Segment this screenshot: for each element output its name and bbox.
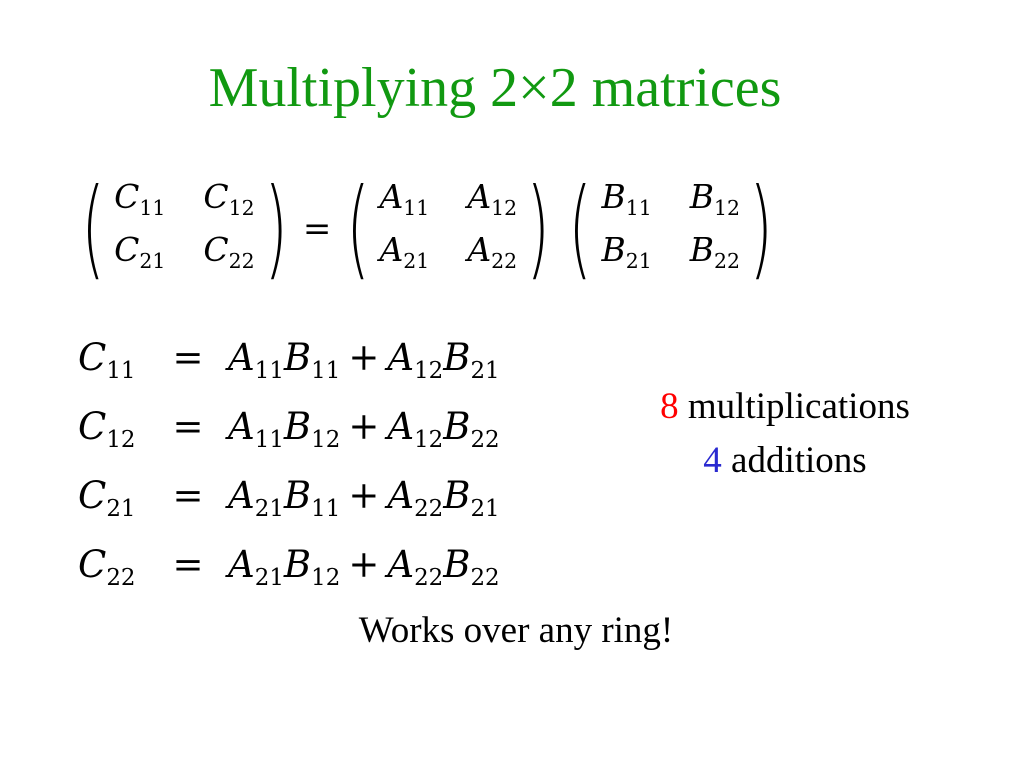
equation-rhs: A21B12+A22B22 <box>228 543 500 592</box>
equation-row: C12 = A11B12+A12B22 <box>78 399 500 468</box>
equation-row: C21 = A21B11+A22B21 <box>78 468 500 537</box>
equation-lhs: C22 <box>78 543 136 592</box>
matrix-entry: C12 <box>203 176 255 220</box>
left-paren: ( <box>81 166 105 291</box>
footer-note: Works over any ring! <box>358 610 674 651</box>
right-paren: ) <box>264 166 288 291</box>
equation-list: C11 = A11B11+A12B21 C12 = A11B12+A12B22 … <box>78 330 500 606</box>
matrix-a: A11 A12 A21 A22 <box>379 177 517 281</box>
equation-rhs: A21B11+A22B21 <box>228 474 500 523</box>
left-paren: ( <box>568 166 592 291</box>
matrix-entry: A12 <box>467 176 518 220</box>
matrix-entry: B22 <box>689 230 741 274</box>
matrix-entry: B21 <box>601 230 652 274</box>
matrix-entry: C11 <box>114 176 166 220</box>
multiplications-count: 8 multiplications <box>600 380 970 434</box>
matrix-c: C11 C12 C21 C22 <box>114 177 255 281</box>
equals-sign: = <box>172 474 204 518</box>
equation-rhs: A11B12+A12B22 <box>228 405 500 454</box>
equation-rhs: A11B11+A12B21 <box>228 336 500 385</box>
equation-lhs: C21 <box>78 474 136 523</box>
mult-number: 8 <box>660 386 679 427</box>
matrix-equation: ( C11 C12 C21 C22 ) = ( A11 A12 A21 A22 … <box>72 170 782 288</box>
add-number: 4 <box>703 440 722 481</box>
right-paren: ) <box>749 166 773 291</box>
matrix-entry: A22 <box>467 230 518 274</box>
add-label: additions <box>721 440 867 481</box>
slide-title: Multiplying 2×2 matrices <box>208 57 782 119</box>
equals-sign: = <box>172 543 204 587</box>
left-paren: ( <box>346 166 370 291</box>
matrix-entry: B11 <box>601 176 652 220</box>
right-paren: ) <box>526 166 550 291</box>
matrix-entry: C21 <box>114 230 166 274</box>
equation-lhs: C11 <box>78 336 136 385</box>
mult-label: multiplications <box>678 386 910 427</box>
matrix-entry: C22 <box>203 230 255 274</box>
equals-sign: = <box>172 405 204 449</box>
matrix-entry: A21 <box>379 230 430 274</box>
equals-sign: = <box>302 209 332 249</box>
matrix-b: B11 B12 B21 B22 <box>601 177 740 281</box>
matrix-entry: B12 <box>689 176 741 220</box>
additions-count: 4 additions <box>600 434 970 488</box>
equation-row: C22 = A21B12+A22B22 <box>78 537 500 606</box>
equals-sign: = <box>172 336 204 379</box>
matrix-entry: A11 <box>379 176 430 220</box>
equation-row: C11 = A11B11+A12B21 <box>78 330 500 399</box>
operation-counts: 8 multiplications 4 additions <box>600 380 970 488</box>
equation-lhs: C12 <box>78 405 136 454</box>
